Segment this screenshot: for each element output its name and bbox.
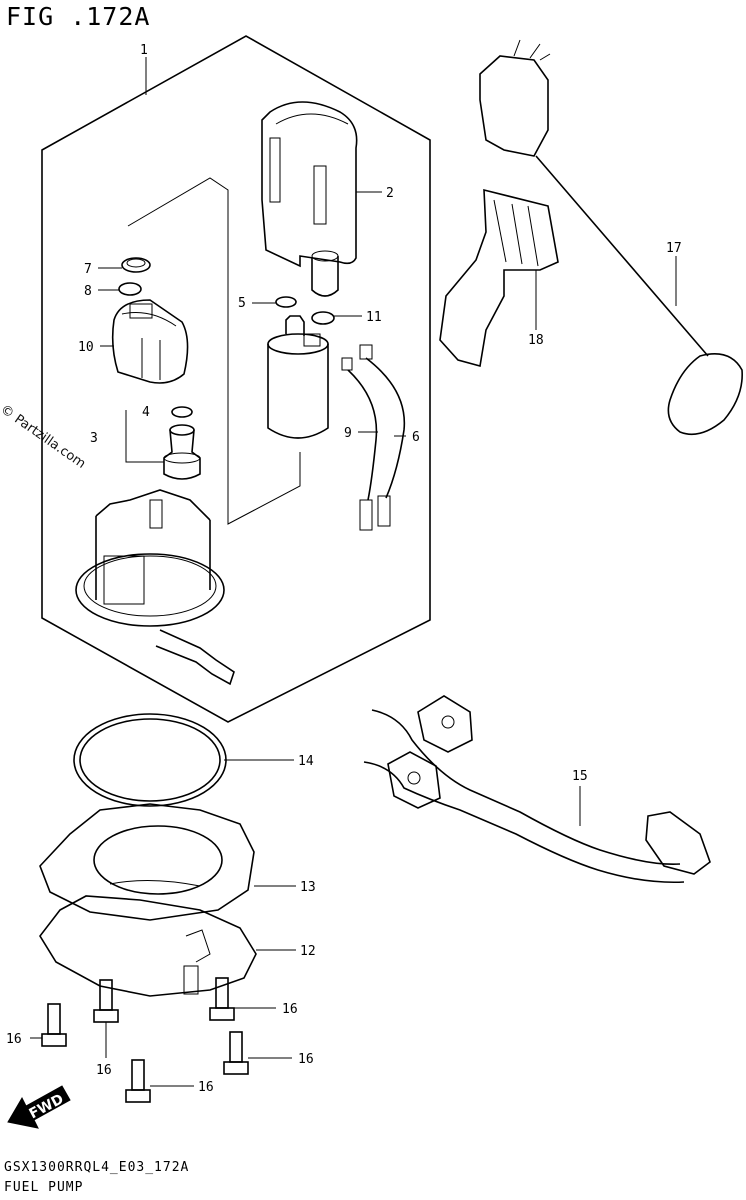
part-11-ring — [311, 311, 335, 325]
callout-5: 5 — [238, 296, 246, 311]
callout-1: 1 — [140, 43, 148, 58]
figure-title: FIG .172A — [6, 2, 151, 31]
callout-7: 7 — [84, 262, 92, 277]
figure-code: GSX1300RRQL4_E03_172A — [4, 1160, 190, 1175]
pump-housing-part — [261, 101, 358, 297]
part-17-level-gauge — [479, 39, 743, 436]
fwd-arrow-icon — [7, 1085, 71, 1129]
callout-9: 9 — [344, 426, 352, 441]
callout-16-b: 16 — [96, 1063, 112, 1078]
pump-base — [75, 489, 235, 686]
callout-4: 4 — [142, 405, 150, 420]
inner-bracket — [127, 177, 301, 525]
callout-16-a: 16 — [6, 1032, 22, 1047]
part-14-gasket-ring — [73, 713, 227, 807]
part-8-ring — [118, 282, 142, 296]
part-12-plate — [39, 895, 257, 997]
callout-11: 11 — [366, 310, 382, 325]
part-7-ring — [121, 257, 151, 273]
callout-15: 15 — [572, 769, 588, 784]
assembly-frame — [41, 35, 431, 723]
part-13-plate — [39, 803, 255, 921]
callout-16-d: 16 — [298, 1052, 314, 1067]
part-5-ring — [275, 296, 297, 308]
callout-2: 2 — [386, 186, 394, 201]
part-3-filter — [163, 424, 201, 480]
bolt-16-c — [209, 977, 235, 1021]
pump-wires — [341, 344, 406, 531]
callout-13: 13 — [300, 880, 316, 895]
callout-16-e: 16 — [198, 1080, 214, 1095]
leader-3 — [125, 410, 164, 463]
pump-motor — [267, 315, 329, 439]
callout-16-c: 16 — [282, 1002, 298, 1017]
callout-6: 6 — [412, 430, 420, 445]
part-10-cap — [111, 299, 189, 384]
part-7-ring-inner — [126, 258, 146, 268]
callout-18: 18 — [528, 333, 544, 348]
bolt-16-d — [223, 1031, 249, 1075]
bolt-16-e — [125, 1059, 151, 1103]
callout-8: 8 — [84, 284, 92, 299]
callout-3: 3 — [90, 431, 98, 446]
callout-10: 10 — [78, 340, 94, 355]
part-4-ring — [171, 406, 193, 418]
figure-name: FUEL PUMP — [4, 1180, 84, 1195]
bolt-16-a — [41, 1003, 67, 1047]
part-15-hose — [363, 695, 711, 884]
callout-17: 17 — [666, 241, 682, 256]
bolt-16-b — [93, 979, 119, 1023]
callout-14: 14 — [298, 754, 314, 769]
callout-12: 12 — [300, 944, 316, 959]
part-18-bracket — [439, 188, 559, 368]
